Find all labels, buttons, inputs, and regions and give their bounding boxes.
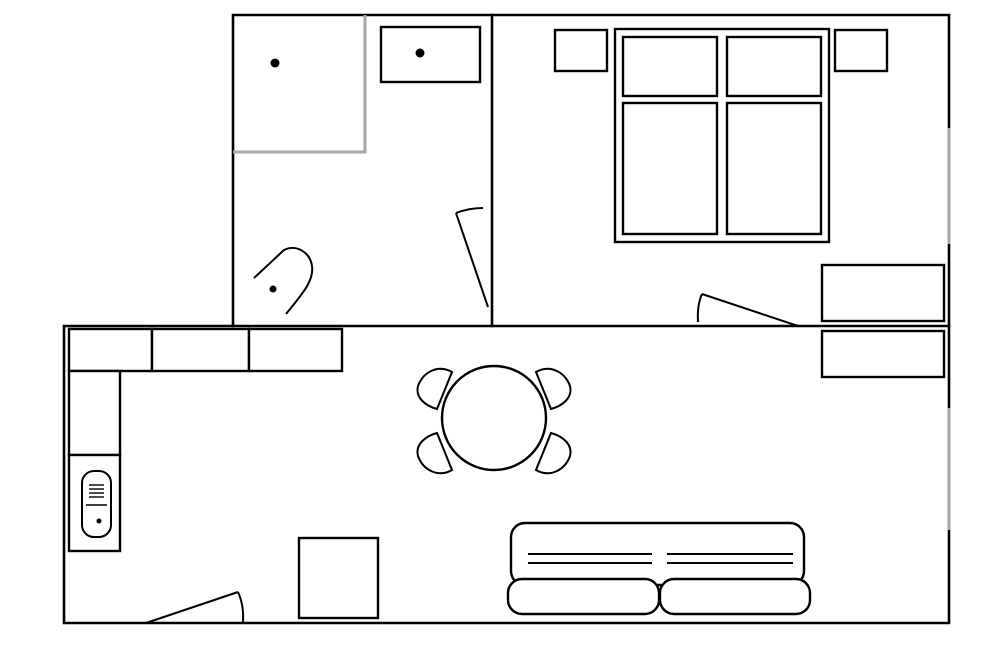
sink-basin [81, 470, 112, 538]
door-swing-arc [455, 207, 484, 214]
entrance-door[interactable] [145, 591, 245, 624]
dining-table [440, 364, 548, 472]
kitchen-sink-drain [96, 518, 102, 524]
sofa-cushion-right [658, 577, 812, 616]
side-counter [67, 369, 122, 457]
door-swing-arc [237, 591, 245, 623]
bathroom-door[interactable] [455, 207, 489, 308]
living-kitchen [67, 327, 946, 624]
living-cabinet[interactable] [820, 329, 946, 379]
armchair-table[interactable] [297, 536, 380, 620]
nightstand-right[interactable] [833, 28, 889, 73]
bathroom [233, 15, 489, 315]
toilet[interactable] [253, 247, 314, 315]
bedroom-door[interactable] [696, 293, 799, 327]
chair-bottom-right [534, 431, 572, 475]
mattress-left [621, 101, 719, 236]
door-swing-arc [696, 293, 703, 323]
pillow-right [725, 35, 823, 98]
door-leaf [145, 591, 239, 624]
sofa-cushion-left [506, 577, 661, 616]
double-bed[interactable] [613, 27, 831, 244]
bedroom [553, 27, 946, 327]
chair-top-right [534, 367, 572, 411]
chair-top-left [416, 367, 454, 411]
upper-cabinet-1 [67, 327, 154, 373]
sofa[interactable] [506, 521, 812, 616]
upper-cabinet-2 [150, 327, 251, 373]
toilet-drain [269, 285, 277, 293]
toilet-bowl [253, 247, 314, 315]
door-leaf [701, 293, 799, 327]
chair-bottom-left [416, 431, 454, 475]
outer-wall-lower [62, 324, 951, 625]
sink-drain [415, 48, 425, 58]
kitchen-sink[interactable] [81, 470, 112, 538]
bathroom-sink[interactable] [379, 25, 482, 84]
upper-cabinet-3 [247, 327, 344, 373]
shower-tray [233, 15, 367, 154]
nightstand-left[interactable] [553, 28, 609, 73]
mattress-right [725, 101, 823, 236]
kitchen-counter[interactable] [67, 327, 344, 553]
bedroom-wardrobe[interactable] [820, 263, 946, 323]
dining-set[interactable] [416, 364, 572, 475]
shower-drain [270, 58, 280, 68]
door-leaf [455, 212, 489, 308]
pillow-left [621, 35, 719, 98]
